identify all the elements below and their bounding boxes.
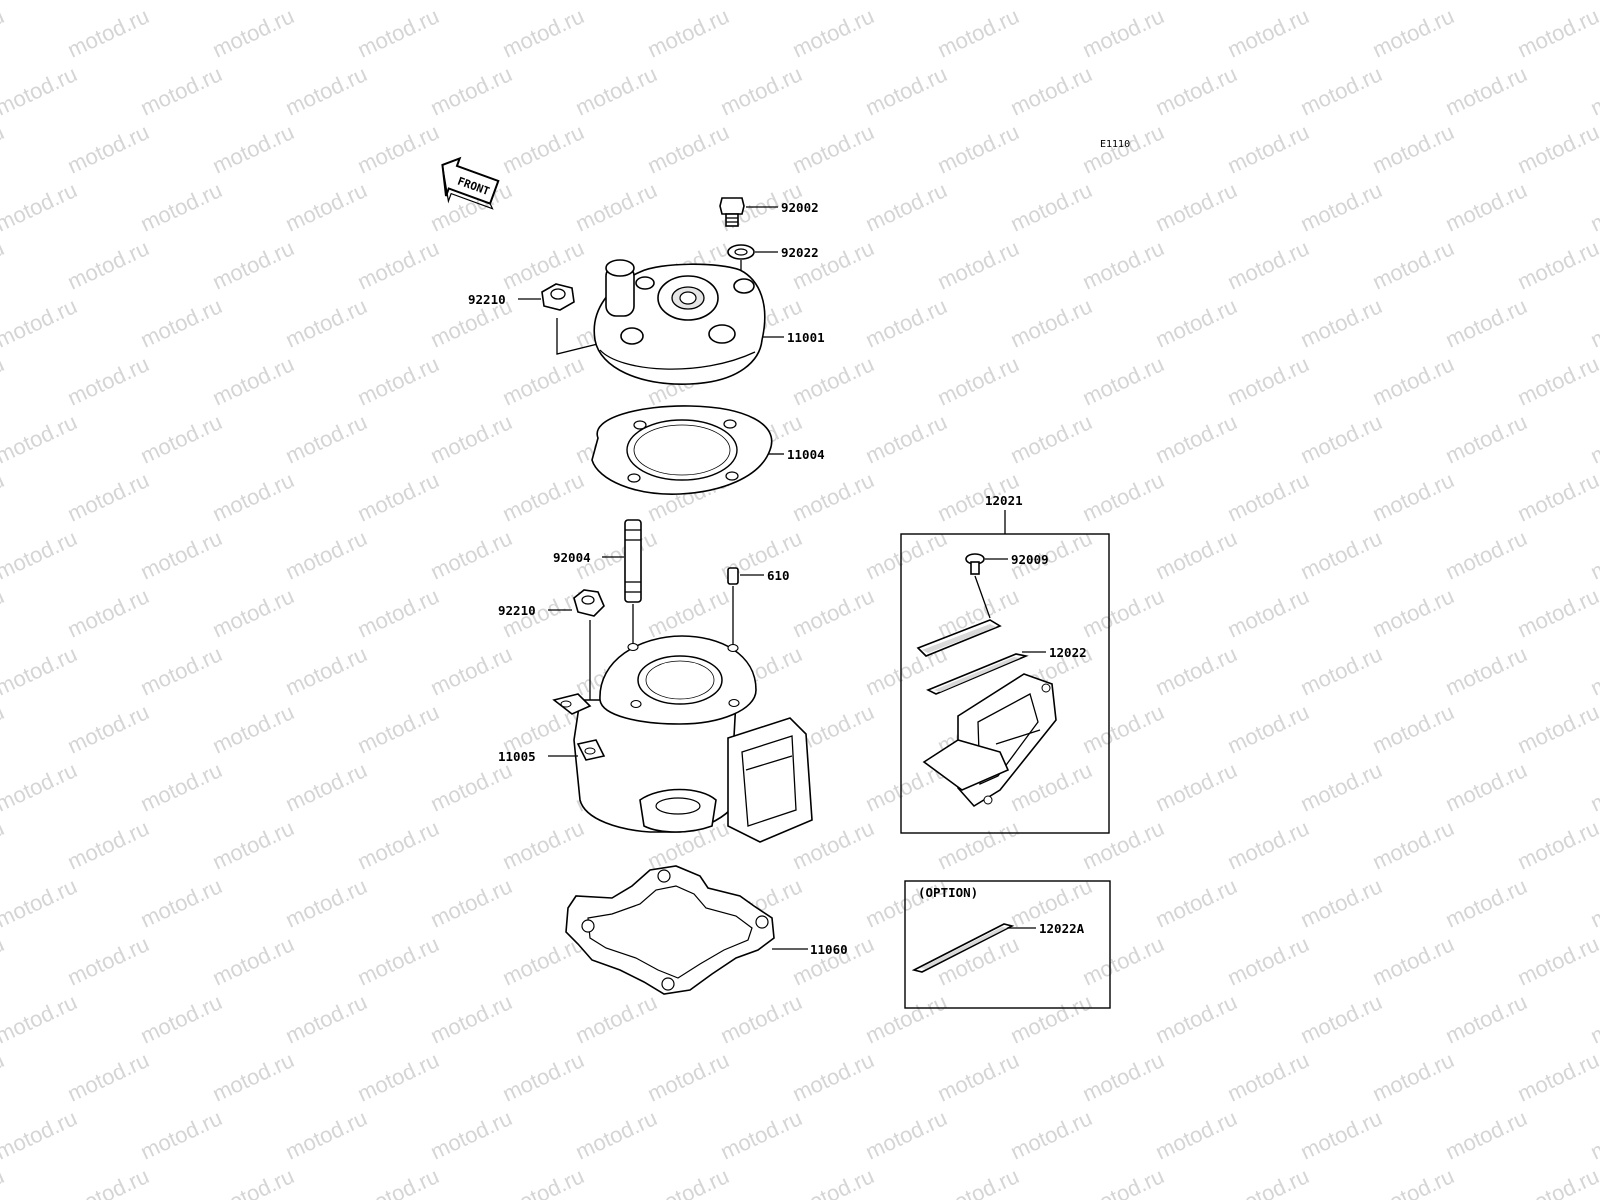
- label-dowel-pin-610[interactable]: 610: [767, 568, 790, 583]
- label-washer-92022[interactable]: 92022: [781, 245, 819, 260]
- label-reed-12022[interactable]: 12022: [1049, 645, 1087, 660]
- nut-92210-cylinder[interactable]: [573, 589, 605, 617]
- label-stud-92004[interactable]: 92004: [553, 550, 591, 565]
- label-bolt-92002[interactable]: 92002: [781, 200, 819, 215]
- head-gasket-11004[interactable]: [591, 405, 773, 495]
- label-cylinder-11005[interactable]: 11005: [498, 749, 536, 764]
- diagram-code: E1110: [1100, 139, 1130, 150]
- label-reed-screw-92009[interactable]: 92009: [1011, 552, 1049, 567]
- front-arrow-icon: FRONT: [441, 156, 500, 210]
- reed-12022[interactable]: [926, 653, 1029, 695]
- label-nut-92210-cylinder[interactable]: 92210: [498, 603, 536, 618]
- bolt-92002[interactable]: [719, 197, 745, 227]
- option-box: [904, 880, 1111, 1009]
- reed-valve-box: [900, 533, 1110, 834]
- base-gasket-11060[interactable]: [565, 865, 775, 995]
- label-nut-92210-head[interactable]: 92210: [468, 292, 506, 307]
- nut-92210-head[interactable]: [541, 283, 575, 311]
- label-option-reed-12022A[interactable]: 12022A: [1039, 921, 1085, 936]
- washer-92022[interactable]: [727, 244, 755, 260]
- reed-stopper-plate: [916, 619, 1002, 657]
- cylinder-head-11001[interactable]: [593, 259, 766, 385]
- watermark-text: motod.ru: [0, 1163, 8, 1200]
- dowel-pin-610[interactable]: [727, 567, 739, 585]
- leader-92009-to-stop: [974, 575, 991, 619]
- stud-92004[interactable]: [624, 519, 642, 603]
- label-head-gasket-11004[interactable]: 11004: [787, 447, 825, 462]
- cylinder-11005[interactable]: [552, 635, 813, 843]
- reed-block: [922, 673, 1057, 808]
- option-box-title: (OPTION): [918, 885, 978, 900]
- label-cylinder-head-11001[interactable]: 11001: [787, 330, 825, 345]
- label-reed-valve-assy-12021[interactable]: 12021: [985, 493, 1023, 508]
- reed-screw-92009[interactable]: [965, 553, 985, 575]
- option-reed-12022A[interactable]: [911, 923, 1015, 973]
- label-base-gasket-11060[interactable]: 11060: [810, 942, 848, 957]
